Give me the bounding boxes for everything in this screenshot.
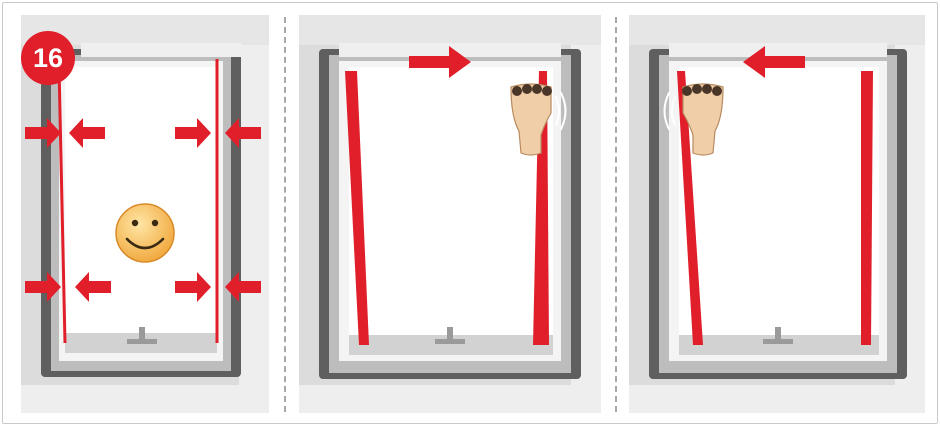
step-number-badge: 16 <box>21 31 75 85</box>
panel-divider-2 <box>615 17 617 412</box>
knocking-fist-icon <box>629 15 925 413</box>
panel-divider-1 <box>284 17 286 412</box>
panel-tap-left <box>629 15 925 413</box>
panel-tap-right <box>299 15 601 413</box>
knocking-fist-icon <box>299 15 601 413</box>
